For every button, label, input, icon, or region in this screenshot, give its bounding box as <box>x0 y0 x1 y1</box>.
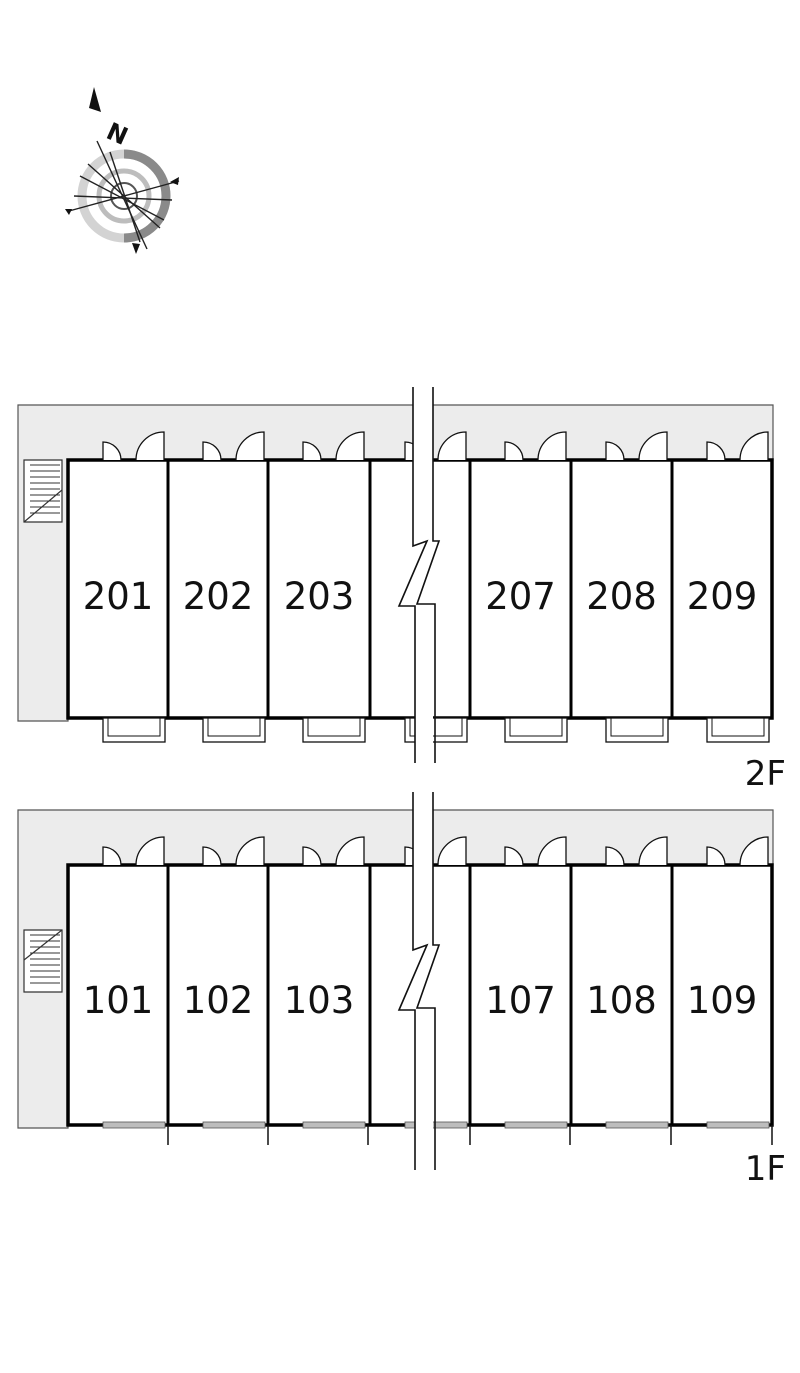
door-icon <box>504 836 567 866</box>
door-icon <box>302 836 365 866</box>
unit-number-207: 207 <box>485 575 556 618</box>
stairs-icon <box>23 459 63 523</box>
balcony <box>605 717 669 743</box>
break-symbol <box>397 792 441 1170</box>
door-icon <box>605 431 668 461</box>
floor-label: 1F <box>745 1149 786 1189</box>
unit-number-209: 209 <box>687 575 758 618</box>
break-symbol <box>397 387 441 763</box>
floor-1f: 101 102 103 107 108 109 1F <box>17 792 786 1189</box>
floor-2f: 201 202 203 207 208 209 2F <box>17 387 786 794</box>
door-icon <box>202 431 265 461</box>
unit-number-202: 202 <box>183 575 254 618</box>
unit-number-108: 108 <box>586 979 657 1022</box>
balcony <box>202 717 266 743</box>
door-icon <box>605 836 668 866</box>
unit-number-107: 107 <box>485 979 556 1022</box>
balcony <box>504 717 568 743</box>
unit-number-103: 103 <box>284 979 355 1022</box>
floors-layer: 201 202 203 207 208 209 2F 101 102 103 107 108 109 1F <box>17 387 786 1189</box>
compass-rose-icon: N <box>65 87 180 254</box>
unit-number-109: 109 <box>687 979 758 1022</box>
window <box>504 1121 568 1129</box>
window <box>302 1121 366 1129</box>
door-icon <box>302 431 365 461</box>
door-icon <box>706 431 769 461</box>
door-icon <box>202 836 265 866</box>
stairs-icon <box>23 929 63 993</box>
unit-number-201: 201 <box>83 575 154 618</box>
window <box>404 1121 468 1129</box>
unit-number-208: 208 <box>586 575 657 618</box>
window <box>202 1121 266 1129</box>
door-icon <box>102 431 165 461</box>
door-icon <box>706 836 769 866</box>
window <box>706 1121 770 1129</box>
door-icon <box>504 431 567 461</box>
balcony <box>706 717 770 743</box>
unit-number-203: 203 <box>284 575 355 618</box>
balcony <box>102 717 166 743</box>
window <box>102 1121 166 1129</box>
unit-number-101: 101 <box>83 979 154 1022</box>
balcony <box>302 717 366 743</box>
window <box>605 1121 669 1129</box>
unit-number-102: 102 <box>183 979 254 1022</box>
floor-label: 2F <box>745 754 786 794</box>
compass-north-letter: N <box>102 117 132 151</box>
door-icon <box>102 836 165 866</box>
